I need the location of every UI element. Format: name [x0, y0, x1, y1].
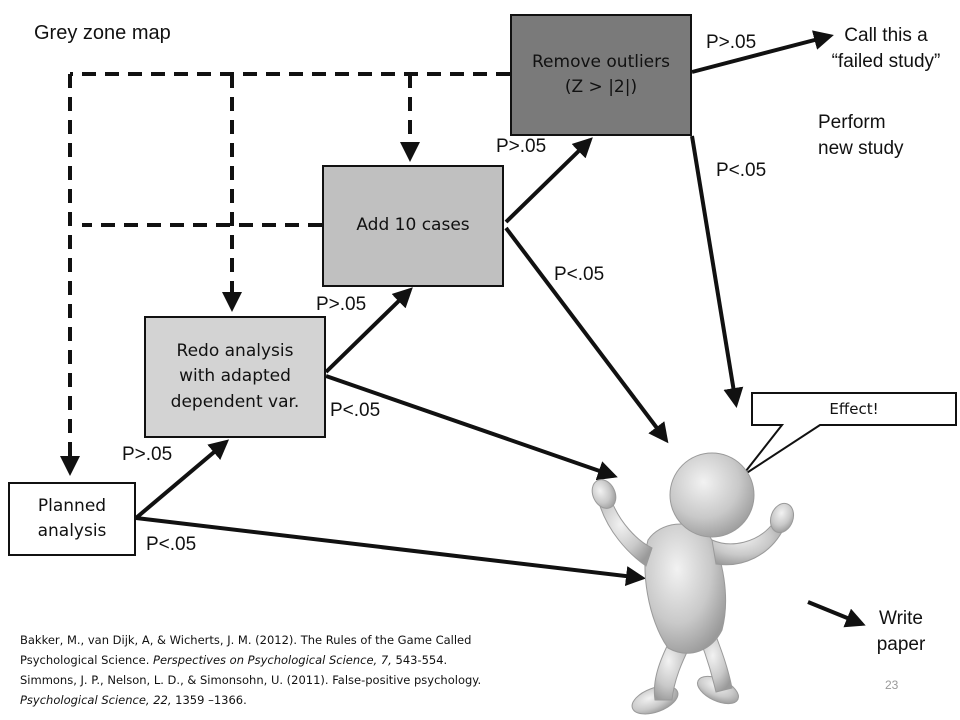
new-study-line1: Perform [818, 112, 886, 133]
diagram-title: Grey zone map [34, 22, 171, 44]
cheering-person-icon [591, 452, 795, 715]
page-number: 23 [885, 678, 899, 692]
arrow-redo-to-person [325, 374, 618, 481]
redo-analysis-box: Redo analysis with adapted dependent var… [144, 316, 326, 438]
arrow-outliers-to-person [690, 135, 744, 408]
arrow-person-to-write [807, 600, 866, 628]
reference-1-line-a: Bakker, M., van Dijk, A, & Wicherts, J. … [20, 633, 472, 647]
planned-analysis-box: Planned analysis [8, 482, 136, 556]
solid-flow-arrows [134, 30, 866, 628]
label-planned-sig: P<.05 [146, 534, 197, 555]
failed-study-note: Call this a “failed study” [818, 23, 954, 74]
label-planned-ns: P>.05 [122, 444, 173, 465]
arrow-add-to-person [504, 226, 669, 444]
arrow-add-to-outliers [504, 137, 593, 224]
add-cases-box: Add 10 cases [322, 165, 504, 287]
new-study-line2: new study [818, 137, 904, 159]
arrow-planned-to-person [135, 516, 646, 587]
reference-2-line-a: Simmons, J. P., Nelson, L. D., & Simonso… [20, 673, 482, 688]
label-redo-sig: P<.05 [330, 400, 381, 421]
remove-outliers-box: Remove outliers (Z > |2|) [510, 14, 692, 136]
label-add-ns: P>.05 [496, 136, 547, 157]
remove-outliers-line1: Remove outliers [532, 51, 670, 72]
reference-2-line-b: Psychological Science, 22, 1359 –1366. [20, 690, 481, 710]
label-redo-ns: P>.05 [316, 294, 367, 315]
references: Bakker, M., van Dijk, A, & Wicherts, J. … [20, 630, 481, 711]
label-outliers-sig: P<.05 [716, 160, 767, 181]
add-cases-label: Add 10 cases [356, 215, 470, 236]
arrow-planned-to-redo [134, 439, 230, 520]
reference-1-line-b: Psychological Science. Perspectives on P… [20, 650, 481, 670]
write-paper-line2: paper [876, 633, 926, 655]
planned-analysis-line2: analysis [37, 521, 107, 541]
write-paper-line1: Write [879, 608, 923, 629]
redo-analysis-line3: dependent var. [170, 391, 300, 412]
remove-outliers-line2: (Z > |2|) [564, 77, 638, 97]
label-add-sig: P<.05 [554, 264, 605, 285]
reference-2-pages: 1359 –1366. [171, 693, 247, 708]
arrow-outliers-to-failed [691, 30, 834, 74]
write-paper-note: Write paper [866, 606, 936, 657]
failed-study-line2: “failed study” [831, 50, 941, 72]
effect-bubble-text: Effect! [829, 400, 879, 418]
redo-analysis-line1: Redo analysis [176, 340, 294, 361]
reference-2-journal: Psychological Science, 22, [20, 693, 172, 708]
dashed-feedback-lines [60, 72, 510, 476]
failed-study-line1: Call this a [844, 25, 928, 46]
reference-1-pages: 543-554. [391, 653, 448, 668]
arrow-redo-to-add [324, 287, 413, 374]
redo-analysis-line2: with adapted [179, 366, 291, 387]
effect-speech-bubble [741, 392, 957, 477]
reference-1-prefix: Psychological Science. [20, 653, 154, 668]
label-outliers-ns: P>.05 [706, 32, 757, 53]
reference-1-journal: Perspectives on Psychological Science, 7… [153, 653, 392, 668]
new-study-note: Perform new study [818, 110, 904, 161]
planned-analysis-line1: Planned [37, 495, 107, 516]
